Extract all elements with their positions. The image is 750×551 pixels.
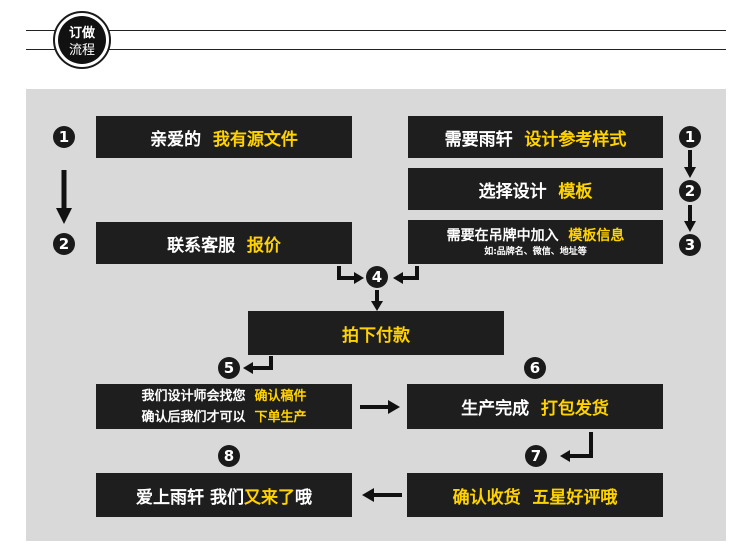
- arrow-ship-to-7: [560, 432, 593, 462]
- choose-yellow: 模板: [558, 181, 593, 202]
- step-box-review: 确认收货 五星好评哦: [407, 473, 663, 517]
- ship-white: 生产完成: [461, 399, 530, 419]
- step-number-4: 4: [366, 266, 388, 288]
- step-box-ship: 生产完成 打包发货: [407, 384, 663, 429]
- design-l2-yellow: 下单生产: [254, 409, 307, 425]
- step-number-8: 8: [218, 445, 240, 467]
- review-yellow1: 确认收货: [452, 487, 521, 508]
- arrow-pay-to-5: [243, 356, 273, 374]
- contact-yellow: 报价: [246, 235, 281, 256]
- step-box-template-info: 需要在吊牌中加入 模板信息 如:品牌名、微信、地址等: [408, 220, 663, 264]
- design-l2-white: 确认后我们才可以: [141, 409, 246, 425]
- arrow-right-1-to-2: [684, 150, 696, 178]
- source-file-yellow: 我有源文件: [212, 129, 298, 150]
- step-number-2-right: 2: [679, 180, 701, 202]
- step-box-pay: 拍下付款: [248, 311, 504, 355]
- header-line-bottom: [26, 49, 726, 50]
- source-file-white: 亲爱的: [150, 129, 202, 150]
- reference-white: 需要雨轩: [444, 129, 513, 150]
- info-yellow: 模板信息: [568, 228, 625, 244]
- step-number-7: 7: [525, 445, 547, 467]
- contact-white: 联系客服: [167, 235, 236, 256]
- step-box-source-file: 亲爱的 我有源文件: [96, 116, 352, 158]
- arrow-review-to-final: [362, 488, 402, 502]
- arrow-4-to-pay: [371, 290, 383, 311]
- arrow-design-to-ship: [360, 400, 400, 414]
- arrow-left-into-4: [337, 266, 364, 284]
- pay-label: 拍下付款: [342, 325, 410, 346]
- step-number-1-left: 1: [53, 126, 75, 148]
- arrow-right-2-to-3: [684, 205, 696, 232]
- step-number-6: 6: [524, 357, 546, 379]
- final-white: 爱上雨轩 我们: [136, 487, 244, 508]
- info-sub: 如:品牌名、微信、地址等: [484, 247, 587, 257]
- reference-yellow: 设计参考样式: [524, 129, 627, 150]
- choose-white: 选择设计: [478, 181, 547, 202]
- info-white: 需要在吊牌中加入: [446, 228, 559, 244]
- arrow-1-to-2-left: [56, 170, 72, 224]
- step-box-reference-style: 需要雨轩 设计参考样式: [408, 116, 663, 158]
- final-yellow: 又来了: [243, 487, 295, 508]
- step-number-1-right: 1: [679, 126, 701, 148]
- header-line-top: [26, 30, 726, 31]
- final-white2: 哦: [294, 487, 312, 508]
- review-yellow2: 五星好评哦: [532, 487, 618, 508]
- badge-line1: 订做: [69, 25, 95, 41]
- step-number-3-right: 3: [679, 234, 701, 256]
- step-number-2-left: 2: [53, 233, 75, 255]
- design-l1-yellow: 确认稿件: [254, 388, 307, 404]
- arrow-right-into-4: [393, 266, 419, 284]
- badge-line2: 流程: [69, 43, 95, 58]
- step-box-return: 爱上雨轩 我们又来了哦: [96, 473, 352, 517]
- step-box-confirm-design: 我们设计师会找您 确认稿件 确认后我们才可以 下单生产: [96, 384, 352, 429]
- design-l1-white: 我们设计师会找您: [141, 388, 246, 404]
- step-box-contact-quote: 联系客服 报价: [96, 222, 352, 264]
- step-box-choose-template: 选择设计 模板: [408, 168, 663, 210]
- step-number-5: 5: [218, 357, 240, 379]
- ship-yellow: 打包发货: [540, 399, 609, 419]
- order-process-badge: 订做 流程: [53, 11, 111, 69]
